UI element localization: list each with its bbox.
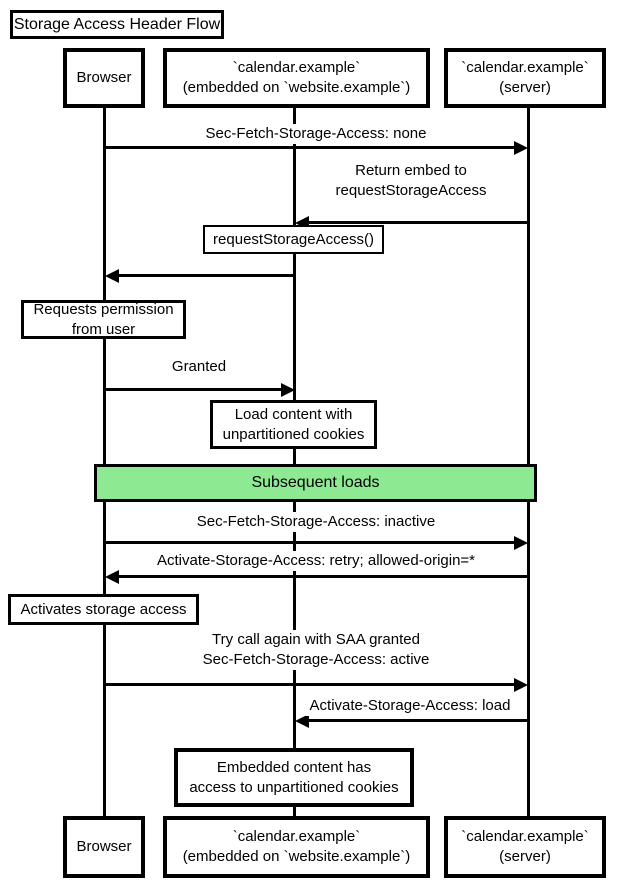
message-label-try-again: Try call again with SAA granted Sec-Fetc… — [198, 630, 434, 670]
note-text: access to unpartitioned cookies — [189, 778, 399, 796]
arrow-line-request-storage-access — [118, 274, 295, 277]
note-activates-storage-access: Activates storage access — [8, 594, 199, 625]
message-text: requestStorageAccess() — [213, 231, 374, 248]
arrowhead-left-icon — [105, 269, 119, 283]
diagram-title-text: Storage Access Header Flow — [13, 15, 221, 33]
arrow-line-return-embed — [308, 221, 528, 224]
message-label-return-embed: Return embed to requestStorageAccess — [331, 161, 491, 201]
note-text: Requests permission — [33, 300, 174, 318]
note-requests-permission: Requests permission from user — [21, 300, 186, 339]
participant-embed-bottom: `calendar.example` (embedded on `website… — [163, 816, 430, 878]
participant-label: `calendar.example` — [232, 59, 361, 76]
message-text: Granted — [167, 357, 231, 377]
note-text: Load content with — [234, 405, 353, 423]
diagram-title: Storage Access Header Flow — [10, 10, 224, 39]
participant-label: Browser — [76, 69, 132, 86]
participant-label: (embedded on `website.example`) — [182, 79, 411, 96]
message-text: requestStorageAccess — [331, 181, 491, 201]
arrowhead-right-icon — [281, 383, 295, 397]
participant-label: (embedded on `website.example`) — [182, 848, 411, 865]
arrow-line-sec-fetch-none — [105, 146, 515, 149]
message-text: Sec-Fetch-Storage-Access: none — [201, 124, 431, 144]
arrowhead-left-icon — [295, 714, 309, 728]
message-label-activate-load: Activate-Storage-Access: load — [305, 696, 515, 716]
arrow-line-try-again — [105, 683, 515, 686]
participant-label: Browser — [76, 838, 132, 855]
participant-server-bottom: `calendar.example` (server) — [444, 816, 606, 878]
arrowhead-right-icon — [514, 678, 528, 692]
note-text: Embedded content has — [216, 758, 372, 776]
arrow-line-sec-fetch-inactive — [105, 541, 515, 544]
message-label-activate-retry: Activate-Storage-Access: retry; allowed-… — [152, 551, 480, 571]
note-text: from user — [71, 320, 136, 338]
participant-label: (server) — [499, 79, 551, 96]
message-text: Try call again with SAA granted — [208, 630, 424, 650]
arrowhead-right-icon — [514, 536, 528, 550]
message-text: Activate-Storage-Access: load — [305, 696, 515, 716]
message-label-granted: Granted — [167, 357, 231, 377]
participant-label: `calendar.example` — [232, 828, 361, 845]
section-label: Subsequent loads — [251, 474, 380, 491]
message-label-request-storage-access: requestStorageAccess() — [203, 225, 384, 254]
note-text: Activates storage access — [20, 600, 187, 618]
participant-label: `calendar.example` — [461, 828, 589, 845]
arrowhead-right-icon — [514, 141, 528, 155]
note-embedded-content-access: Embedded content has access to unpartiti… — [174, 748, 414, 807]
arrow-line-activate-load — [308, 719, 528, 722]
section-bar-subsequent-loads: Subsequent loads — [94, 464, 537, 502]
message-text: Sec-Fetch-Storage-Access: inactive — [192, 512, 440, 532]
participant-server-top: `calendar.example` (server) — [444, 48, 606, 108]
note-text: unpartitioned cookies — [222, 425, 365, 443]
message-text: Sec-Fetch-Storage-Access: active — [198, 650, 434, 670]
message-label-sec-fetch-inactive: Sec-Fetch-Storage-Access: inactive — [192, 512, 440, 532]
message-text: Activate-Storage-Access: retry; allowed-… — [152, 551, 480, 571]
note-load-content: Load content with unpartitioned cookies — [210, 400, 377, 449]
arrow-line-activate-retry — [118, 575, 528, 578]
lifeline-embed — [293, 105, 296, 820]
arrow-line-granted — [105, 388, 282, 391]
participant-browser-bottom: Browser — [63, 816, 145, 878]
participant-label: (server) — [499, 848, 551, 865]
arrowhead-left-icon — [105, 570, 119, 584]
participant-embed-top: `calendar.example` (embedded on `website… — [163, 48, 430, 108]
participant-label: `calendar.example` — [461, 59, 589, 76]
message-text: Return embed to — [351, 161, 471, 181]
lifeline-browser — [103, 105, 106, 820]
lifeline-server — [527, 105, 530, 820]
message-label-sec-fetch-none: Sec-Fetch-Storage-Access: none — [201, 124, 431, 144]
participant-browser-top: Browser — [63, 48, 145, 108]
